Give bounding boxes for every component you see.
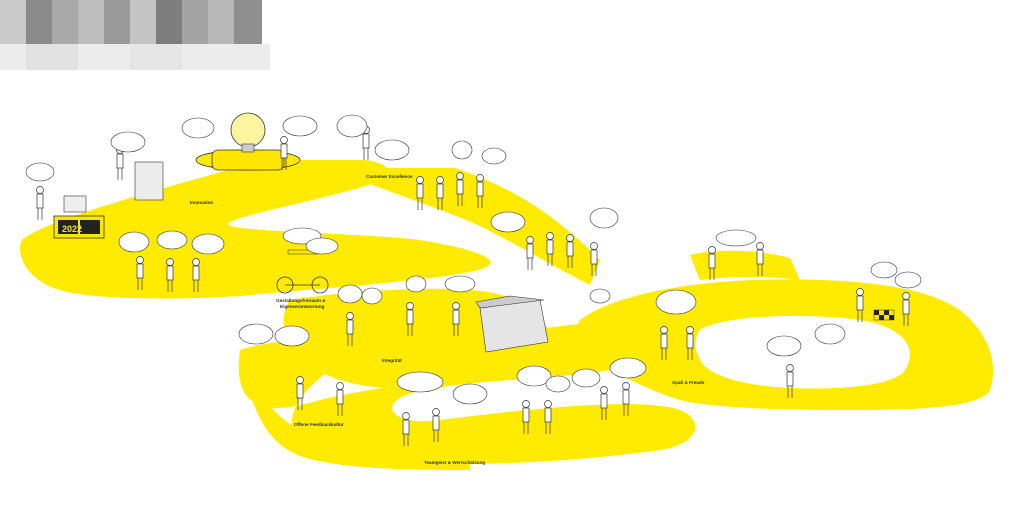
path-feedback-section — [240, 350, 470, 470]
label-teamgeist: Teamgeist & Wertschätzung — [424, 460, 485, 465]
lightbulb-icon — [230, 112, 266, 148]
label-innovation: Innovation — [190, 200, 213, 205]
speech-bubbles — [25, 114, 922, 405]
shed — [475, 295, 549, 353]
label-eigenverantwortung: Eigenverantwortung — [280, 304, 325, 309]
label-offene-feedbackkultur: Offene Feedbackkultur — [294, 422, 344, 427]
path-lower-section — [238, 320, 696, 464]
label-integritaet: Integrität — [382, 358, 402, 363]
tandem-bicycle-icon — [276, 249, 329, 294]
scoreboard-year: 2022 — [62, 224, 82, 234]
blurred-title — [0, 0, 270, 70]
label-customer-excellence: Customer Excellence — [366, 174, 413, 179]
scoreboard-2022 — [53, 195, 105, 239]
innovation-stage — [195, 112, 301, 171]
label-gestaltung: Gestaltungsfreiraum & — [276, 298, 326, 303]
people-figures — [36, 126, 910, 446]
path-customer-section — [330, 168, 600, 285]
path-right-top — [690, 250, 800, 280]
shelf-building — [134, 161, 164, 201]
finish-flag-icon — [873, 309, 895, 321]
label-spass-freude: Spaß & Freude — [672, 380, 705, 385]
